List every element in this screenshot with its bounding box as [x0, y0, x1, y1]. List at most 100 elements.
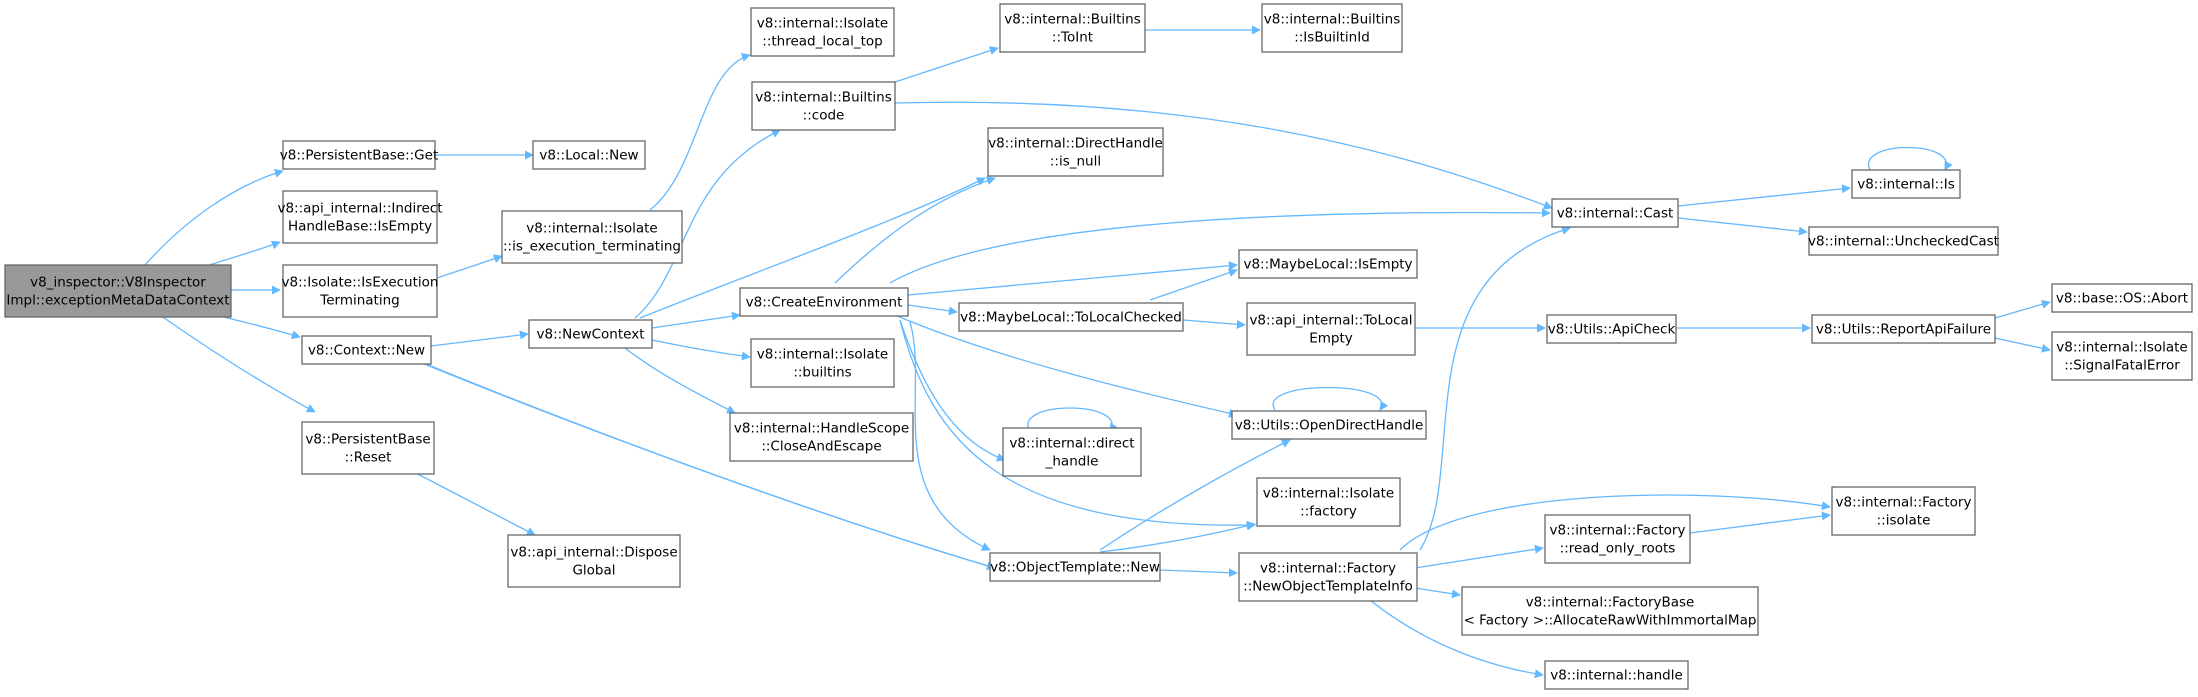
node-box — [507, 534, 681, 588]
node-box — [1831, 486, 1976, 536]
node-ibuiltins[interactable]: v8::internal::Isolate::builtins — [750, 338, 895, 388]
node-mltlc[interactable]: v8::MaybeLocal::ToLocalChecked — [958, 302, 1184, 332]
edge-cenv-cast — [889, 208, 1551, 284]
edge-fnoti-handle — [1369, 599, 1544, 679]
node-ucast[interactable]: v8::internal::UncheckedCast — [1808, 226, 1999, 256]
node-box — [1811, 314, 1996, 344]
node-iexec[interactable]: v8::internal::Isolate::is_execution_term… — [501, 210, 683, 264]
node-label: ::IsBuiltinId — [1294, 30, 1370, 46]
node-root[interactable]: v8_inspector::V8InspectorImpl::exception… — [4, 264, 232, 318]
call-nodes: v8_inspector::V8InspectorImpl::exception… — [4, 3, 2193, 690]
node-label: v8::internal::Builtins — [1004, 12, 1141, 28]
node-label: v8::api_internal::ToLocal — [1249, 313, 1412, 329]
node-tlt[interactable]: v8::internal::Isolate::thread_local_top — [750, 7, 895, 57]
node-box — [1851, 169, 1961, 199]
node-handle[interactable]: v8::internal::handle — [1544, 660, 1689, 690]
node-is[interactable]: v8::internal::Is — [1851, 169, 1961, 199]
edge-mltlc-mlempty — [1149, 268, 1238, 301]
node-toint[interactable]: v8::internal::Builtins::ToInt — [999, 3, 1146, 53]
node-box — [987, 127, 1164, 177]
node-label: v8::internal::Builtins — [755, 90, 892, 106]
edge-root-pbreset — [159, 314, 316, 413]
edge-bcode-toint — [894, 46, 999, 83]
node-box — [1256, 477, 1401, 527]
node-label: v8::api_internal::Indirect — [277, 201, 442, 217]
edge-fnoti-fisolate — [1399, 494, 1831, 551]
edge-raf-sfe — [1994, 337, 2051, 353]
node-label: v8::Utils::ApiCheck — [1548, 322, 1676, 338]
edge-cast-ucast — [1677, 217, 1808, 236]
node-localnew[interactable]: v8::Local::New — [532, 140, 646, 170]
node-label: v8::internal::handle — [1550, 668, 1683, 684]
node-ifactory[interactable]: v8::internal::Isolate::factory — [1256, 477, 1401, 527]
node-dhnull[interactable]: v8::internal::DirectHandle::is_null — [987, 127, 1164, 177]
node-label: v8::internal::Isolate — [757, 16, 888, 32]
node-indirect[interactable]: v8::api_internal::IndirectHandleBase::Is… — [277, 190, 443, 244]
edge-newctx-hscope — [624, 347, 736, 414]
node-label: ::isolate — [1877, 513, 1931, 529]
node-cast[interactable]: v8::internal::Cast — [1551, 198, 1679, 228]
node-box — [1261, 3, 1403, 53]
edge-newctx-bcode — [634, 129, 781, 319]
node-newctx[interactable]: v8::NewContext — [528, 319, 653, 349]
node-label: ::ToInt — [1052, 30, 1093, 46]
edge-cenv-direct — [899, 319, 1006, 462]
edge-mltlc-tlempty — [1182, 319, 1246, 329]
node-label: v8::PersistentBase — [305, 432, 430, 448]
edge-cenv-otnew — [909, 321, 991, 551]
node-isbid[interactable]: v8::internal::Builtins::IsBuiltinId — [1261, 3, 1403, 53]
node-apicheck[interactable]: v8::Utils::ApiCheck — [1546, 314, 1677, 344]
node-box — [1238, 249, 1418, 279]
node-mlempty[interactable]: v8::MaybeLocal::IsEmpty — [1238, 249, 1418, 279]
node-label: v8::internal::Isolate — [2056, 340, 2187, 356]
node-label: Impl::exceptionMetaDataContext — [6, 293, 229, 309]
node-label: v8::internal::direct — [1009, 436, 1134, 452]
node-label: v8::internal::UncheckedCast — [1808, 234, 1999, 250]
node-ctxnew[interactable]: v8::Context::New — [301, 335, 432, 365]
node-sfe[interactable]: v8::internal::Isolate::SignalFatalError — [2051, 331, 2193, 381]
node-ror[interactable]: v8::internal::Factory::read_only_roots — [1544, 514, 1691, 564]
node-label: v8_inspector::V8Inspector — [30, 275, 206, 291]
edge-newctx-cenv — [651, 311, 741, 329]
node-label: ::SignalFatalError — [2064, 358, 2180, 374]
node-label: Terminating — [319, 293, 399, 309]
node-fisolate[interactable]: v8::internal::Factory::isolate — [1831, 486, 1976, 536]
node-label: ::code — [803, 108, 845, 124]
node-pbreset[interactable]: v8::PersistentBase::Reset — [301, 421, 435, 475]
edge-root-ctxnew — [214, 314, 301, 340]
node-label: ::is_execution_terminating — [503, 239, 681, 255]
node-raf[interactable]: v8::Utils::ReportApiFailure — [1811, 314, 1996, 344]
node-label: v8::internal::HandleScope — [734, 421, 909, 437]
node-cenv[interactable]: v8::CreateEnvironment — [739, 287, 909, 317]
node-otnew[interactable]: v8::ObjectTemplate::New — [989, 552, 1161, 582]
node-label: ::is_null — [1050, 154, 1101, 170]
node-fnoti[interactable]: v8::internal::Factory::NewObjectTemplate… — [1238, 552, 1418, 602]
node-box — [729, 412, 914, 462]
node-label: < Factory >::AllocateRawWithImmortalMap — [1464, 613, 1757, 629]
edge-direct-self — [1027, 407, 1119, 433]
node-box — [282, 140, 436, 170]
node-bcode[interactable]: v8::internal::Builtins::code — [751, 81, 896, 131]
node-direct[interactable]: v8::internal::direct_handle — [1002, 427, 1142, 477]
edge-cenv-mltlc — [907, 304, 958, 316]
node-label: v8::Isolate::IsExecution — [282, 275, 439, 291]
edge-cast-is — [1677, 184, 1851, 207]
node-box — [989, 552, 1161, 582]
node-label: v8::Utils::OpenDirectHandle — [1235, 418, 1424, 434]
edge-fnoti-cast — [1419, 226, 1571, 551]
node-label: v8::Local::New — [539, 148, 638, 164]
node-fbase[interactable]: v8::internal::FactoryBase< Factory >::Al… — [1461, 586, 1759, 636]
node-box — [751, 81, 896, 131]
node-odh[interactable]: v8::Utils::OpenDirectHandle — [1231, 410, 1427, 440]
node-hscope[interactable]: v8::internal::HandleScope::CloseAndEscap… — [729, 412, 914, 462]
edge-pbreset-dispose — [409, 469, 536, 536]
node-box — [739, 287, 909, 317]
edge-raf-abort — [1994, 299, 2051, 319]
node-abort[interactable]: v8::base::OS::Abort — [2051, 283, 2193, 313]
node-box — [2051, 331, 2193, 381]
node-pbget[interactable]: v8::PersistentBase::Get — [280, 140, 439, 170]
node-label: ::CloseAndEscape — [761, 439, 881, 455]
